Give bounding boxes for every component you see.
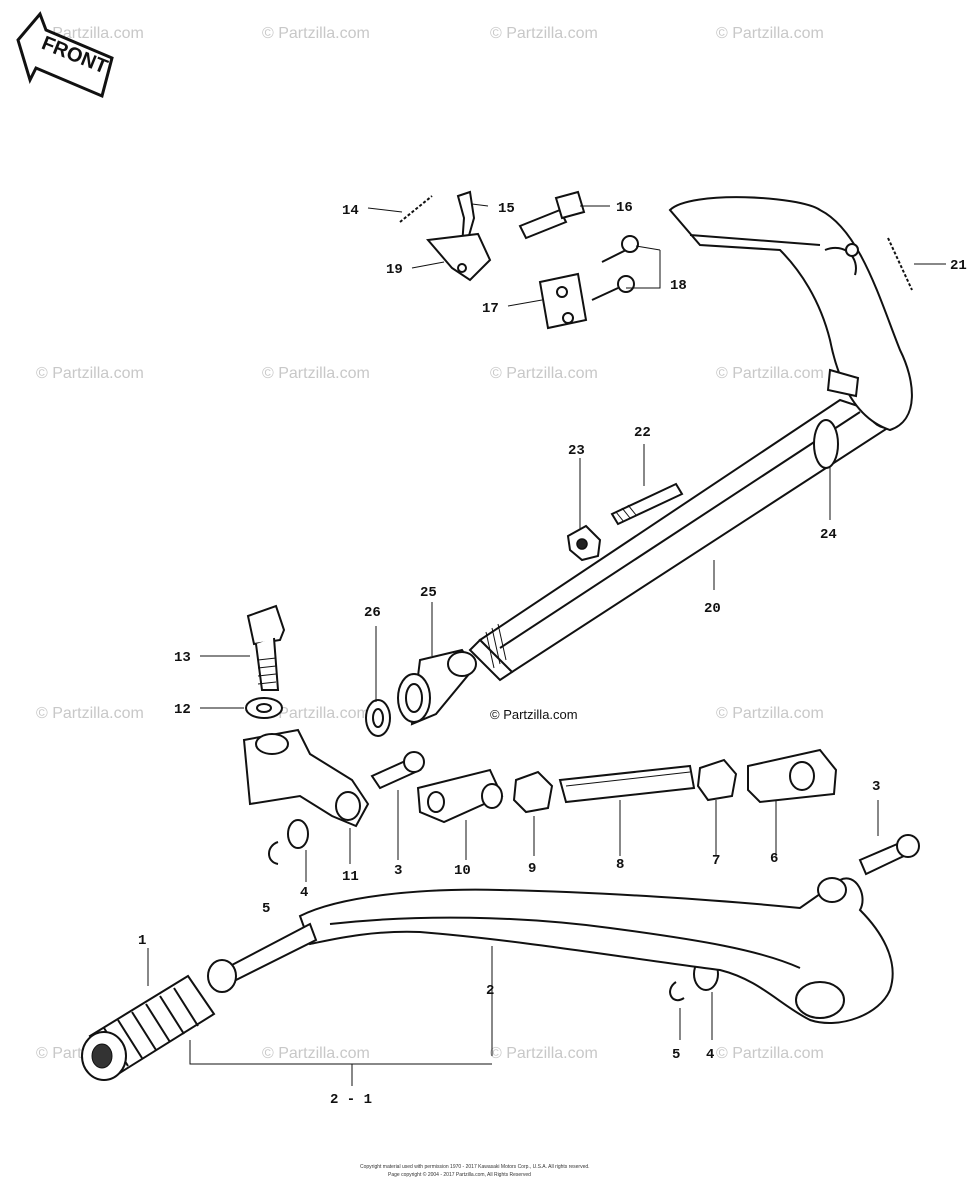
plate-17 xyxy=(538,272,588,330)
callout-19: 19 xyxy=(386,262,403,278)
rod-end-6 xyxy=(747,748,838,804)
leader-lines xyxy=(147,203,946,1086)
callout-8: 8 xyxy=(616,857,624,873)
callout-6: 6 xyxy=(770,851,778,867)
shift-arm-assembly xyxy=(668,196,913,432)
callout-16: 16 xyxy=(616,200,633,216)
watermark: © Partzilla.com xyxy=(36,365,144,382)
callout-25: 25 xyxy=(420,585,437,601)
bushing-25 xyxy=(397,648,477,726)
watermark: © Partzilla.com xyxy=(716,25,824,42)
collar-24 xyxy=(813,419,839,469)
rod-end-10 xyxy=(416,768,504,824)
callout-4: 4 xyxy=(300,885,308,901)
watermark: © Partzilla.com xyxy=(490,25,598,42)
callout-5: 5 xyxy=(672,1047,680,1063)
nut-7 xyxy=(696,758,738,802)
callout-23: 23 xyxy=(568,443,585,459)
spring-21 xyxy=(887,237,913,291)
callout-labels: 14 15 16 19 17 18 21 22 23 24 20 25 26 1… xyxy=(138,200,967,1108)
screws-18 xyxy=(591,235,639,301)
watermark: © Partzilla.com xyxy=(262,365,370,382)
washer-12 xyxy=(245,697,283,719)
bolt-16 xyxy=(518,190,586,240)
circlip-5-left xyxy=(268,841,279,865)
watermark: © Partzilla.com xyxy=(262,1045,370,1062)
callout-10: 10 xyxy=(454,863,471,879)
callout-26: 26 xyxy=(364,605,381,621)
watermark: © Partzilla.com xyxy=(490,365,598,382)
bolt-13 xyxy=(246,604,286,691)
callout-12: 12 xyxy=(174,702,191,718)
nut-23 xyxy=(566,524,602,562)
washer-4-left xyxy=(287,819,309,849)
callout-15: 15 xyxy=(498,201,515,217)
watermark-layer: © Partzilla.com © Partzilla.com © Partzi… xyxy=(36,25,824,1062)
watermark: © Partzilla.com xyxy=(716,1045,824,1062)
watermark: © Partzilla.com xyxy=(262,25,370,42)
watermark: © Partzilla.com xyxy=(716,365,824,382)
washer-26 xyxy=(365,699,391,737)
callout-2: 2 xyxy=(486,983,494,999)
callout-1: 1 xyxy=(138,933,146,949)
callout-9: 9 xyxy=(528,861,536,877)
fine-print-line: Page copyright © 2004 - 2017 Partzilla.c… xyxy=(388,1171,531,1178)
pin-3 xyxy=(370,751,425,790)
shift-arm-11 xyxy=(242,728,370,828)
callout-24: 24 xyxy=(820,527,837,543)
watermark: © Partzilla.com xyxy=(36,705,144,722)
callout-20: 20 xyxy=(704,601,721,617)
callout-21: 21 xyxy=(950,258,967,274)
callout-3: 3 xyxy=(394,863,402,879)
callout-5: 5 xyxy=(262,901,270,917)
stud-22 xyxy=(610,482,684,526)
callout-17: 17 xyxy=(482,301,499,317)
callout-18: 18 xyxy=(670,278,687,294)
callout-14: 14 xyxy=(342,203,359,219)
circlip-5-right xyxy=(669,981,685,1001)
copyright-text: © Partzilla.com xyxy=(490,707,578,722)
bracket-19 xyxy=(426,232,492,282)
callout-11: 11 xyxy=(342,869,359,885)
callout-4: 4 xyxy=(706,1047,714,1063)
footrest-rubber-2-1 xyxy=(81,974,216,1081)
callout-22: 22 xyxy=(634,425,651,441)
callout-3: 3 xyxy=(872,779,880,795)
shift-shaft xyxy=(468,387,909,682)
spring-14 xyxy=(399,195,433,223)
watermark: © Partzilla.com xyxy=(490,1045,598,1062)
watermark: © Partzilla.com xyxy=(716,705,824,722)
shift-pedal-2 xyxy=(207,877,894,1024)
callout-2-1: 2 - 1 xyxy=(330,1092,372,1108)
nut-9 xyxy=(512,770,554,814)
front-arrow-icon: FRONT xyxy=(16,11,114,99)
fine-print-line: Copyright material used with permission … xyxy=(360,1164,590,1170)
callout-7: 7 xyxy=(712,853,720,869)
callout-13: 13 xyxy=(174,650,191,666)
bolt-3-right xyxy=(858,834,920,876)
watermark: © Partzilla.com xyxy=(262,705,370,722)
rod-8 xyxy=(558,764,696,804)
